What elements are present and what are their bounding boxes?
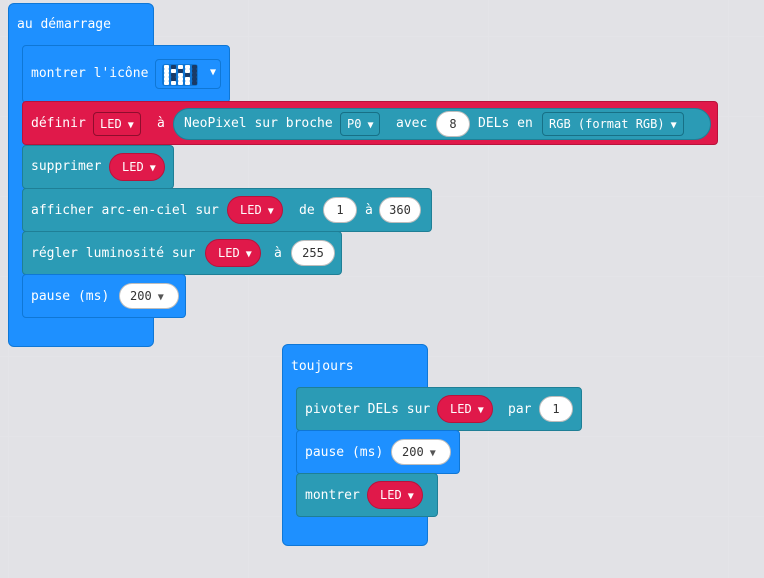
neopixel-label: NeoPixel sur broche xyxy=(184,116,333,131)
pause-label: pause (ms) xyxy=(31,289,110,304)
chevron-down-icon: ▼ xyxy=(127,120,134,131)
pause-label: pause (ms) xyxy=(305,445,384,460)
mode-dropdown[interactable]: RGB (format RGB) ▼ xyxy=(542,112,684,136)
on-start-title: au démarrage xyxy=(17,17,111,32)
variable-name: LED xyxy=(450,402,472,416)
end-hue-input[interactable]: 360 xyxy=(379,197,421,223)
variable-name: LED xyxy=(380,488,402,502)
rotate-block[interactable]: pivoter DELs sur LED ▼ par 1 xyxy=(296,387,582,431)
variable-dropdown[interactable]: LED ▼ xyxy=(205,239,261,267)
grid-line xyxy=(488,0,489,578)
chevron-down-icon: ▼ xyxy=(157,292,164,303)
neopixel-create-block[interactable]: NeoPixel sur broche P0 ▼ avec 8 DELs en R… xyxy=(173,108,711,140)
rainbow-label: afficher arc-en-ciel sur xyxy=(31,203,219,218)
icon-dropdown[interactable]: ▼ xyxy=(155,59,221,89)
set-label: définir xyxy=(31,116,86,131)
variable-name: LED xyxy=(218,246,240,260)
start-hue-input[interactable]: 1 xyxy=(323,197,357,223)
variable-dropdown[interactable]: LED ▼ xyxy=(437,395,493,423)
variable-dropdown[interactable]: LED ▼ xyxy=(227,196,283,224)
grid-line xyxy=(248,0,249,578)
chevron-down-icon: ▼ xyxy=(477,405,484,416)
pin-dropdown[interactable]: P0 ▼ xyxy=(340,112,381,136)
grid-line xyxy=(0,36,764,37)
chevron-down-icon: ▼ xyxy=(245,249,252,260)
to-label: à xyxy=(274,246,282,261)
from-label: de xyxy=(299,203,315,218)
show-rainbow-block[interactable]: afficher arc-en-ciel sur LED ▼ de 1 à 360 xyxy=(22,188,432,232)
to-label: à xyxy=(157,116,165,131)
show-icon-block[interactable]: montrer l'icône ▼ xyxy=(22,45,230,103)
variable-name: LED xyxy=(240,203,262,217)
show-strip-block[interactable]: montrer LED ▼ xyxy=(296,473,438,517)
with-label: avec xyxy=(396,116,428,131)
brightness-label: régler luminosité sur xyxy=(31,246,196,261)
grid-line xyxy=(0,276,764,277)
variable-name: LED xyxy=(100,117,122,131)
variable-dropdown[interactable]: LED ▼ xyxy=(109,153,165,181)
to-label: à xyxy=(365,203,373,218)
pause-dropdown[interactable]: 200 ▼ xyxy=(391,439,451,465)
chevron-down-icon: ▼ xyxy=(267,206,274,217)
set-strip-block[interactable]: définir LED ▼ à NeoPixel sur broche P0 ▼ a… xyxy=(22,101,718,145)
pause-value: 200 xyxy=(130,289,152,303)
pause-value: 200 xyxy=(402,445,424,459)
chevron-down-icon: ▼ xyxy=(149,163,156,174)
variable-dropdown[interactable]: LED ▼ xyxy=(367,481,423,509)
chevron-down-icon: ▼ xyxy=(407,491,414,502)
variable-name: LED xyxy=(122,160,144,174)
rotate-offset-input[interactable]: 1 xyxy=(539,396,573,422)
forever-title: toujours xyxy=(291,359,354,374)
show-icon-label: montrer l'icône xyxy=(31,66,149,81)
show-label: montrer xyxy=(305,488,360,503)
clear-label: supprimer xyxy=(31,159,102,174)
chevron-down-icon: ▼ xyxy=(210,67,217,78)
chevron-down-icon: ▼ xyxy=(429,448,436,459)
pause-dropdown[interactable]: 200 ▼ xyxy=(119,283,179,309)
clear-block[interactable]: supprimer LED ▼ xyxy=(22,145,174,189)
pause-block[interactable]: pause (ms) 200 ▼ xyxy=(22,274,186,318)
brightness-input[interactable]: 255 xyxy=(291,240,335,266)
rotate-label: pivoter DELs sur xyxy=(305,402,431,417)
chevron-down-icon: ▼ xyxy=(670,120,677,131)
leds-in-label: DELs en xyxy=(478,116,533,131)
variable-dropdown[interactable]: LED ▼ xyxy=(93,112,141,136)
set-brightness-block[interactable]: régler luminosité sur LED ▼ à 255 xyxy=(22,231,342,275)
mode-value: RGB (format RGB) xyxy=(549,117,665,131)
grid-line xyxy=(728,0,729,578)
custom-led-icon xyxy=(162,64,198,86)
chevron-down-icon: ▼ xyxy=(367,120,374,131)
led-count-input[interactable]: 8 xyxy=(436,111,470,137)
pause-block[interactable]: pause (ms) 200 ▼ xyxy=(296,430,460,474)
by-label: par xyxy=(508,402,532,417)
pin-value: P0 xyxy=(347,117,362,131)
